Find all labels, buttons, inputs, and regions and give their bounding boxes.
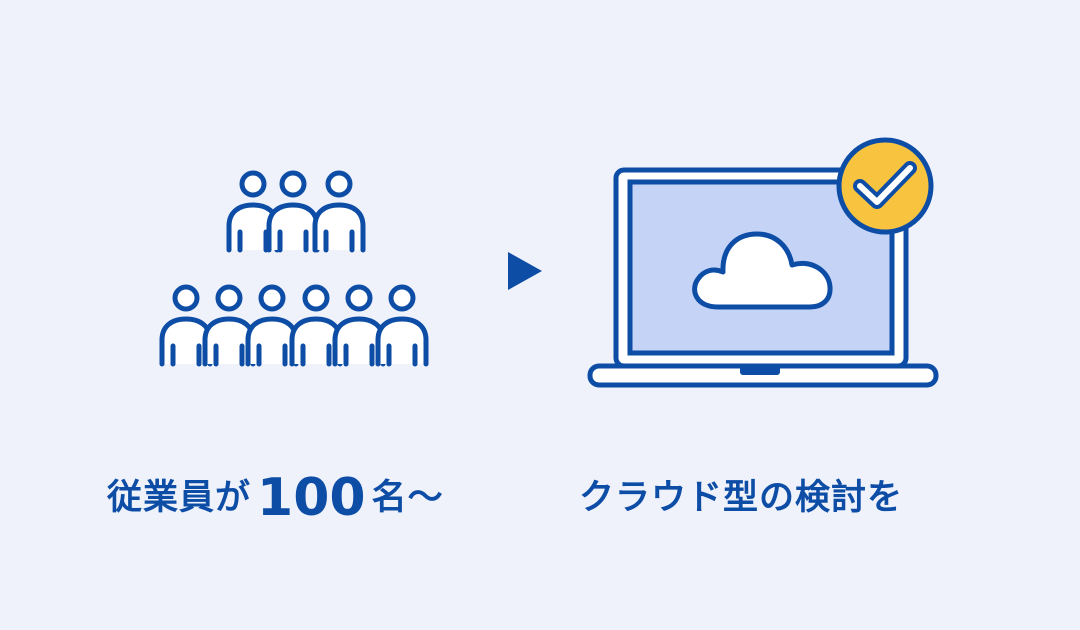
cloud-icon (692, 231, 833, 310)
employee-count-caption: 従業員が 100 名〜 (107, 458, 497, 538)
people-group-icon (162, 173, 426, 364)
cloud-caption-text: クラウド型の検討を (579, 477, 904, 518)
employee-count-number: 100 (257, 468, 366, 528)
employee-caption-suffix: 名〜 (371, 477, 444, 518)
triangle-right-icon (508, 252, 542, 290)
employee-caption-prefix: 従業員が (107, 477, 252, 518)
cloud-consideration-caption: クラウド型の検討を (579, 458, 959, 538)
check-badge-icon (836, 137, 934, 235)
